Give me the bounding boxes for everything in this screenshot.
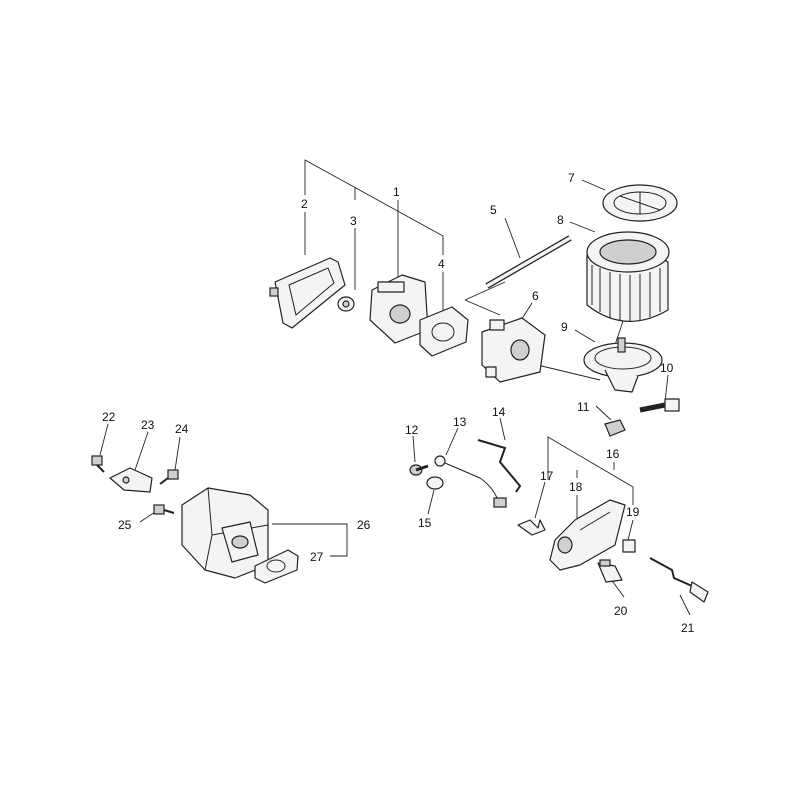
part-13-wire (434, 455, 507, 508)
part-23-bracket (109, 467, 153, 493)
part-26-muffler (181, 487, 269, 579)
callout-10: 10 (660, 361, 674, 375)
part-3-spacer (337, 296, 355, 312)
callout-4: 4 (438, 257, 445, 271)
callout-27: 27 (310, 550, 324, 564)
callout-6: 6 (532, 289, 539, 303)
part-22-bolt (91, 455, 105, 473)
callout-1: 1 (393, 185, 400, 199)
part-8-filter-element (586, 231, 670, 322)
part-5-tube (485, 235, 572, 289)
callout-26: 26 (357, 518, 371, 532)
part-10-bolt (639, 398, 680, 413)
callout-22: 22 (102, 410, 116, 424)
part-6-carburettor (481, 317, 546, 383)
callout-15: 15 (418, 516, 432, 530)
callout-24: 24 (175, 422, 189, 436)
part-11-block (604, 419, 626, 437)
part-15-sleeve (426, 476, 444, 490)
part-25-bolt (153, 504, 175, 515)
part-24-bolt (159, 469, 179, 485)
part-21-cable (649, 557, 709, 603)
callout-9: 9 (561, 320, 568, 334)
part-9-filter-base (583, 337, 663, 393)
part-4-gasket (419, 306, 469, 357)
callout-13: 13 (453, 415, 467, 429)
callout-25: 25 (118, 518, 132, 532)
part-2-frame (269, 257, 346, 329)
callout-19: 19 (626, 505, 640, 519)
callout-5: 5 (490, 203, 497, 217)
callout-3: 3 (350, 214, 357, 228)
callout-7: 7 (568, 171, 575, 185)
callout-12: 12 (405, 423, 419, 437)
part-1-intake-plate (369, 274, 429, 344)
callout-18: 18 (569, 480, 583, 494)
part-19-pin (622, 539, 636, 553)
callout-8: 8 (557, 213, 564, 227)
callout-14: 14 (492, 405, 506, 419)
callout-labels: 1 2 3 4 5 6 7 8 9 10 11 12 13 14 15 16 1… (102, 171, 695, 635)
part-27-gasket (254, 549, 299, 584)
part-20-switch (597, 559, 623, 583)
callout-23: 23 (141, 418, 155, 432)
part-18-bracket (549, 499, 626, 571)
part-12-screw (409, 464, 429, 476)
callout-16: 16 (606, 447, 620, 461)
callout-21: 21 (681, 621, 695, 635)
part-17-clip (517, 519, 546, 536)
callout-17: 17 (540, 469, 554, 483)
callout-20: 20 (614, 604, 628, 618)
part-14-rod (477, 439, 522, 493)
part-7-filter-cover (602, 184, 678, 222)
callout-11: 11 (577, 400, 590, 414)
callout-2: 2 (301, 197, 308, 211)
